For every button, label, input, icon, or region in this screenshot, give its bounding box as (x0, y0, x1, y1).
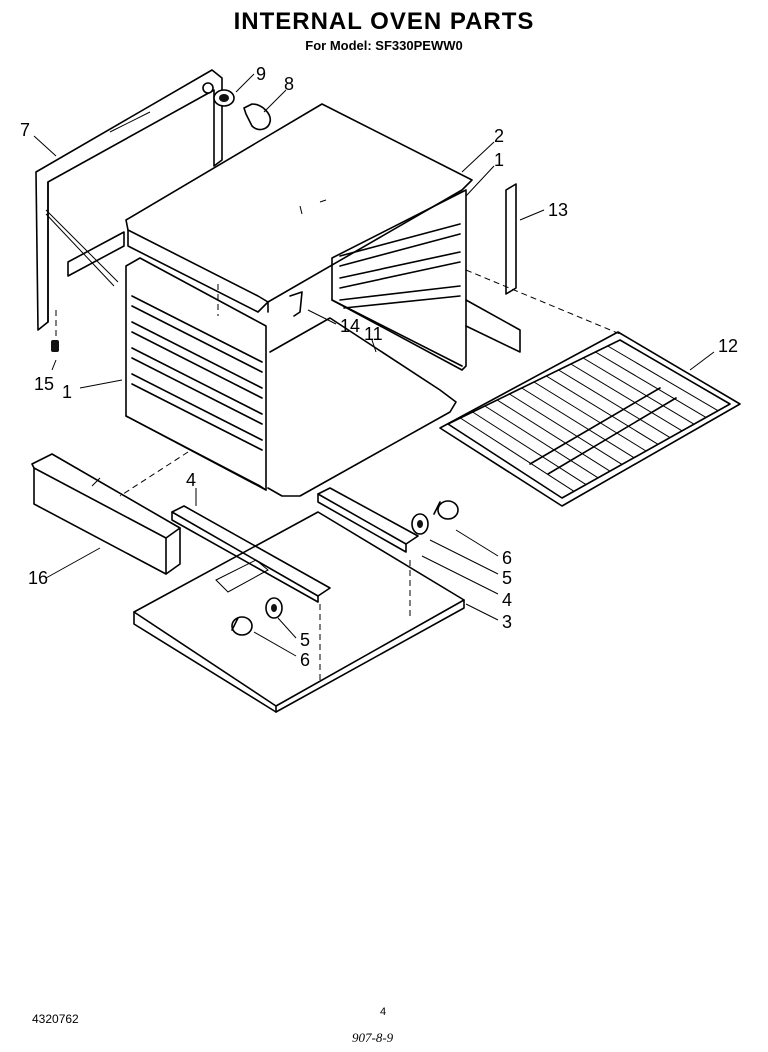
part-6-knob-bottom (231, 616, 253, 636)
part-5-spacer-bottom (265, 597, 283, 619)
part-5-spacer-right (411, 513, 429, 535)
date-code: 907-8-9 (352, 1030, 394, 1045)
part-4-rail-right (317, 487, 419, 553)
callout-13: 13 (548, 200, 568, 220)
part-9-lamp-socket (202, 82, 235, 107)
leader-lines (33, 73, 715, 657)
page-title: INTERNAL OVEN PARTS (233, 8, 535, 35)
page-number: 4 (380, 1006, 387, 1018)
callout-6-bottom: 6 (300, 650, 310, 670)
rack-bar (595, 351, 707, 418)
part-3-bottom-panel (133, 511, 465, 713)
rack-bar (460, 417, 575, 492)
rack-bar (546, 375, 659, 445)
part-16-front-trim (31, 453, 181, 575)
callout-8: 8 (284, 74, 294, 94)
rack-bar (607, 345, 719, 412)
part-12-oven-rack (439, 331, 741, 507)
callout-5-right: 5 (502, 568, 512, 588)
part-1-right-rack-support (331, 189, 521, 371)
rack-bar (521, 387, 635, 459)
callout-6-right: 6 (502, 548, 512, 568)
part-7-rear-frame (35, 69, 223, 331)
callout-1-left: 1 (62, 382, 72, 402)
callout-4-right: 4 (502, 590, 512, 610)
callout-9: 9 (256, 64, 266, 84)
callout-5-bottom: 5 (300, 630, 310, 650)
callout-1-right: 1 (494, 150, 504, 170)
part-1-left-rack-support (125, 257, 267, 491)
rack-bar (570, 363, 683, 432)
rack-bar (509, 393, 623, 465)
callout-14: 14 (340, 316, 360, 336)
callout-12: 12 (718, 336, 738, 356)
callout-15: 15 (34, 374, 54, 394)
part-13-bracket (505, 183, 517, 295)
part-15-screw (51, 340, 59, 352)
rack-bar (582, 357, 695, 425)
part-number: 4320762 (32, 1012, 79, 1026)
rack-bar (533, 381, 647, 452)
part-2-oven-top (125, 103, 473, 313)
model-subtitle: For Model: SF330PEWW0 (305, 38, 463, 53)
callout-4-top: 4 (186, 470, 196, 490)
callout-2: 2 (494, 126, 504, 146)
part-8-light-bulb (243, 103, 272, 131)
callout-numbers: 9 8 7 2 1 13 14 11 12 15 1 4 16 6 5 4 3 … (20, 64, 738, 670)
rack-bar (484, 405, 599, 479)
part-4-rail-left (171, 505, 331, 603)
part-11-bottom-pan (267, 317, 457, 497)
rack-bar (558, 369, 671, 438)
rack-bar (496, 399, 611, 472)
callout-3: 3 (502, 612, 512, 632)
part-6-knob-right (433, 500, 459, 520)
assembly-lines (55, 269, 621, 680)
rack-bar (472, 411, 587, 485)
callout-16: 16 (28, 568, 48, 588)
part-14-clip (289, 291, 303, 317)
callout-7: 7 (20, 120, 30, 140)
callout-11: 11 (364, 324, 383, 344)
